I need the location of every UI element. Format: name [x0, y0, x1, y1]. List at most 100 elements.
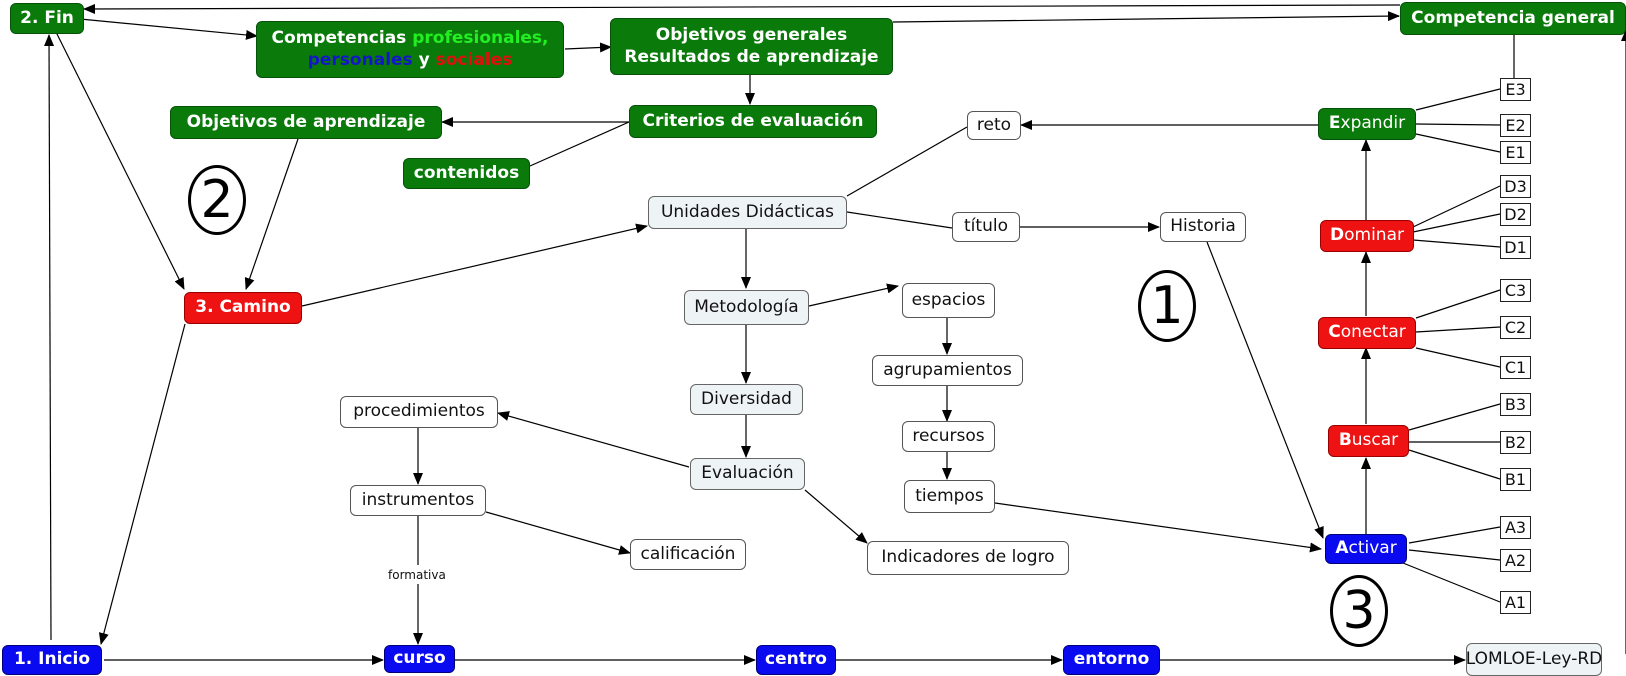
- lomloe-label: LOMLOE-Ley-RD: [1465, 648, 1603, 669]
- node-indicadores-logro[interactable]: Indicadores de logro: [867, 541, 1069, 575]
- level-a1[interactable]: A1: [1500, 591, 1531, 614]
- node-centro[interactable]: centro: [756, 645, 836, 675]
- node-diversidad[interactable]: Diversidad: [690, 384, 803, 415]
- marker-1: 1: [1138, 270, 1196, 342]
- node-titulo[interactable]: título: [952, 212, 1020, 242]
- objetivos-aprendizaje-label: Objetivos de aprendizaje: [186, 111, 426, 132]
- node-contenidos[interactable]: contenidos: [403, 158, 530, 189]
- conectar-rest: onectar: [1340, 322, 1406, 343]
- curso-label: curso: [393, 648, 446, 669]
- node-camino[interactable]: 3. Camino: [184, 292, 302, 324]
- level-b2[interactable]: B2: [1500, 431, 1531, 454]
- competencia-general-label: Competencia general: [1411, 7, 1615, 28]
- level-c1[interactable]: C1: [1500, 356, 1531, 379]
- indicadores-label: Indicadores de logro: [881, 547, 1055, 568]
- contenidos-label: contenidos: [413, 162, 520, 183]
- instrumentos-label: instrumentos: [361, 489, 475, 510]
- node-evaluacion[interactable]: Evaluación: [690, 458, 805, 490]
- entorno-label: entorno: [1073, 649, 1150, 670]
- objetivos-generales-line1: Objetivos generales: [655, 25, 848, 46]
- node-curso[interactable]: curso: [384, 645, 455, 673]
- recursos-label: recursos: [912, 425, 985, 446]
- expandir-initial: E: [1328, 113, 1341, 134]
- level-b3-label: B3: [1504, 394, 1527, 414]
- node-tiempos[interactable]: tiempos: [904, 480, 995, 513]
- titulo-label: título: [964, 216, 1008, 237]
- conectar-initial: C: [1328, 322, 1341, 343]
- tiempos-label: tiempos: [915, 485, 984, 506]
- node-inicio[interactable]: 1. Inicio: [2, 645, 102, 675]
- activar-initial: A: [1335, 538, 1349, 559]
- node-lomloe[interactable]: LOMLOE-Ley-RD: [1466, 643, 1602, 676]
- dominar-rest: ominar: [1344, 225, 1404, 246]
- diversidad-label: Diversidad: [701, 388, 792, 409]
- camino-label: 3. Camino: [195, 297, 291, 318]
- link-label-formativa: formativa: [386, 568, 448, 582]
- node-unidades-didacticas[interactable]: Unidades Didácticas: [648, 196, 847, 229]
- marker-1-label: 1: [1150, 276, 1184, 336]
- level-d2[interactable]: D2: [1500, 203, 1531, 226]
- level-d1-label: D1: [1504, 237, 1527, 257]
- node-competencias[interactable]: Competencias profesionales, personales y…: [256, 21, 564, 78]
- level-a3[interactable]: A3: [1500, 516, 1531, 539]
- level-c2[interactable]: C2: [1500, 316, 1531, 339]
- level-c3[interactable]: C3: [1500, 279, 1531, 302]
- level-e1[interactable]: E1: [1500, 141, 1531, 164]
- node-competencia-general[interactable]: Competencia general: [1400, 2, 1626, 35]
- node-historia[interactable]: Historia: [1160, 212, 1246, 242]
- node-fin[interactable]: 2. Fin: [10, 3, 84, 34]
- node-procedimientos[interactable]: procedimientos: [340, 396, 498, 428]
- procedimientos-label: procedimientos: [353, 401, 485, 422]
- node-instrumentos[interactable]: instrumentos: [350, 485, 486, 516]
- competencias-personales: personales: [307, 49, 413, 70]
- level-a1-label: A1: [1504, 592, 1527, 612]
- level-a3-label: A3: [1504, 517, 1527, 537]
- marker-2-label: 2: [200, 170, 234, 230]
- node-entorno[interactable]: entorno: [1063, 645, 1160, 675]
- node-objetivos-generales[interactable]: Objetivos generales Resultados de aprend…: [610, 18, 893, 75]
- expandir-rest: xpandir: [1340, 113, 1406, 134]
- calificacion-label: calificación: [640, 543, 736, 564]
- level-b3[interactable]: B3: [1500, 393, 1531, 416]
- level-b1-label: B1: [1504, 469, 1527, 489]
- inicio-label: 1. Inicio: [13, 649, 91, 670]
- level-e2-label: E2: [1505, 115, 1526, 135]
- agrupamientos-label: agrupamientos: [883, 359, 1012, 380]
- level-e3-label: E3: [1505, 79, 1526, 99]
- node-objetivos-aprendizaje[interactable]: Objetivos de aprendizaje: [170, 106, 442, 139]
- level-c3-label: C3: [1504, 280, 1527, 300]
- competencias-text: Competencias: [271, 28, 413, 49]
- level-d3-label: D3: [1504, 176, 1527, 196]
- buscar-initial: B: [1338, 430, 1352, 451]
- level-e2[interactable]: E2: [1500, 114, 1531, 137]
- node-metodologia[interactable]: Metodología: [684, 290, 809, 325]
- competencias-profesionales: profesionales,: [412, 28, 549, 49]
- node-recursos[interactable]: recursos: [902, 421, 995, 452]
- node-criterios[interactable]: Criterios de evaluación: [629, 105, 877, 138]
- espacios-label: espacios: [911, 289, 986, 310]
- node-calificacion[interactable]: calificación: [630, 539, 746, 570]
- level-d1[interactable]: D1: [1500, 236, 1531, 259]
- unidades-label: Unidades Didácticas: [660, 201, 835, 222]
- level-e3[interactable]: E3: [1500, 78, 1531, 101]
- metodologia-label: Metodología: [694, 296, 799, 317]
- node-reto[interactable]: reto: [967, 111, 1021, 140]
- level-e1-label: E1: [1505, 142, 1526, 162]
- criterios-label: Criterios de evaluación: [642, 110, 864, 131]
- level-b1[interactable]: B1: [1500, 468, 1531, 491]
- node-espacios[interactable]: espacios: [902, 283, 995, 318]
- objetivos-generales-line2: Resultados de aprendizaje: [624, 46, 879, 67]
- dominar-initial: D: [1330, 225, 1345, 246]
- level-a2[interactable]: A2: [1500, 549, 1531, 572]
- level-d3[interactable]: D3: [1500, 175, 1531, 198]
- competencias-y: y: [412, 49, 436, 70]
- evaluacion-label: Evaluación: [701, 463, 794, 484]
- node-agrupamientos[interactable]: agrupamientos: [872, 355, 1023, 386]
- level-a2-label: A2: [1504, 550, 1527, 570]
- competencias-sociales: sociales: [435, 49, 513, 70]
